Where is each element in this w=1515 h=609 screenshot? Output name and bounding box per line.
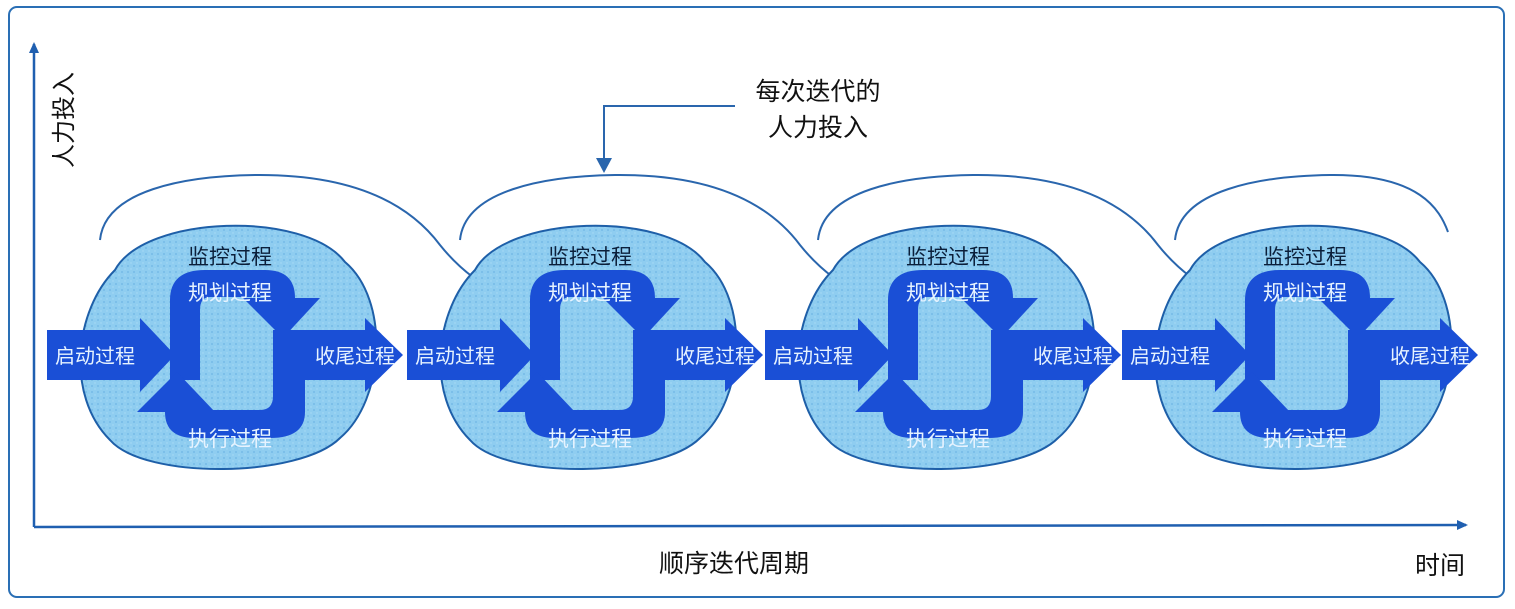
initiating-label: 启动过程 [55,344,135,368]
start-arrow [407,318,535,392]
planning-label: 规划过程 [906,281,990,305]
effort-curves [99,173,1449,295]
planning-label: 规划过程 [548,281,632,305]
start-arrow [765,318,893,392]
closing-label: 收尾过程 [675,344,755,368]
exec-arrow [497,330,665,438]
initiating-label: 启动过程 [1130,344,1210,368]
start-arrow [1122,318,1250,392]
exec-arrow [137,330,305,438]
executing-label: 执行过程 [1263,427,1347,451]
effort-curve [817,173,1224,295]
exec-arrow [855,330,1023,438]
effort-curve [1174,173,1449,241]
planning-label: 规划过程 [188,281,272,305]
plan-arrow [888,270,1038,380]
callout-line-1: 每次迭代的 [755,77,880,106]
effort-curve [459,173,866,295]
close-arrow [665,318,763,392]
callout-leader [603,105,735,160]
monitor-control-label: 监控过程 [188,245,272,269]
start-arrow [47,318,175,392]
planning-label: 规划过程 [1263,281,1347,305]
exec-arrow [1212,330,1380,438]
initiating-label: 启动过程 [415,344,495,368]
close-arrow [1023,318,1121,392]
plan-arrow [1245,270,1395,380]
initiating-label: 启动过程 [773,344,853,368]
close-arrow [1380,318,1478,392]
callout-line-2: 人力投入 [768,113,868,142]
plan-arrow [530,270,680,380]
close-arrow [305,318,403,392]
x-axis [33,520,1468,531]
monitor-control-label: 监控过程 [1263,245,1347,269]
closing-label: 收尾过程 [1033,344,1113,368]
closing-label: 收尾过程 [315,344,395,368]
executing-label: 执行过程 [906,427,990,451]
iterations: 监控过程规划过程执行过程启动过程收尾过程监控过程规划过程执行过程启动过程收尾过程… [47,224,1478,470]
monitor-control-label: 监控过程 [906,245,990,269]
closing-label: 收尾过程 [1390,344,1470,368]
monitor-control-label: 监控过程 [548,245,632,269]
y-axis-label: 人力投入 [50,72,78,168]
executing-label: 执行过程 [548,427,632,451]
diagram-frame [8,6,1505,598]
time-label: 时间 [1415,551,1465,580]
effort-curve [99,173,506,295]
plan-arrow [170,270,320,380]
executing-label: 执行过程 [188,427,272,451]
x-axis-label: 顺序迭代周期 [659,549,809,578]
callout-arrowhead [596,158,612,173]
